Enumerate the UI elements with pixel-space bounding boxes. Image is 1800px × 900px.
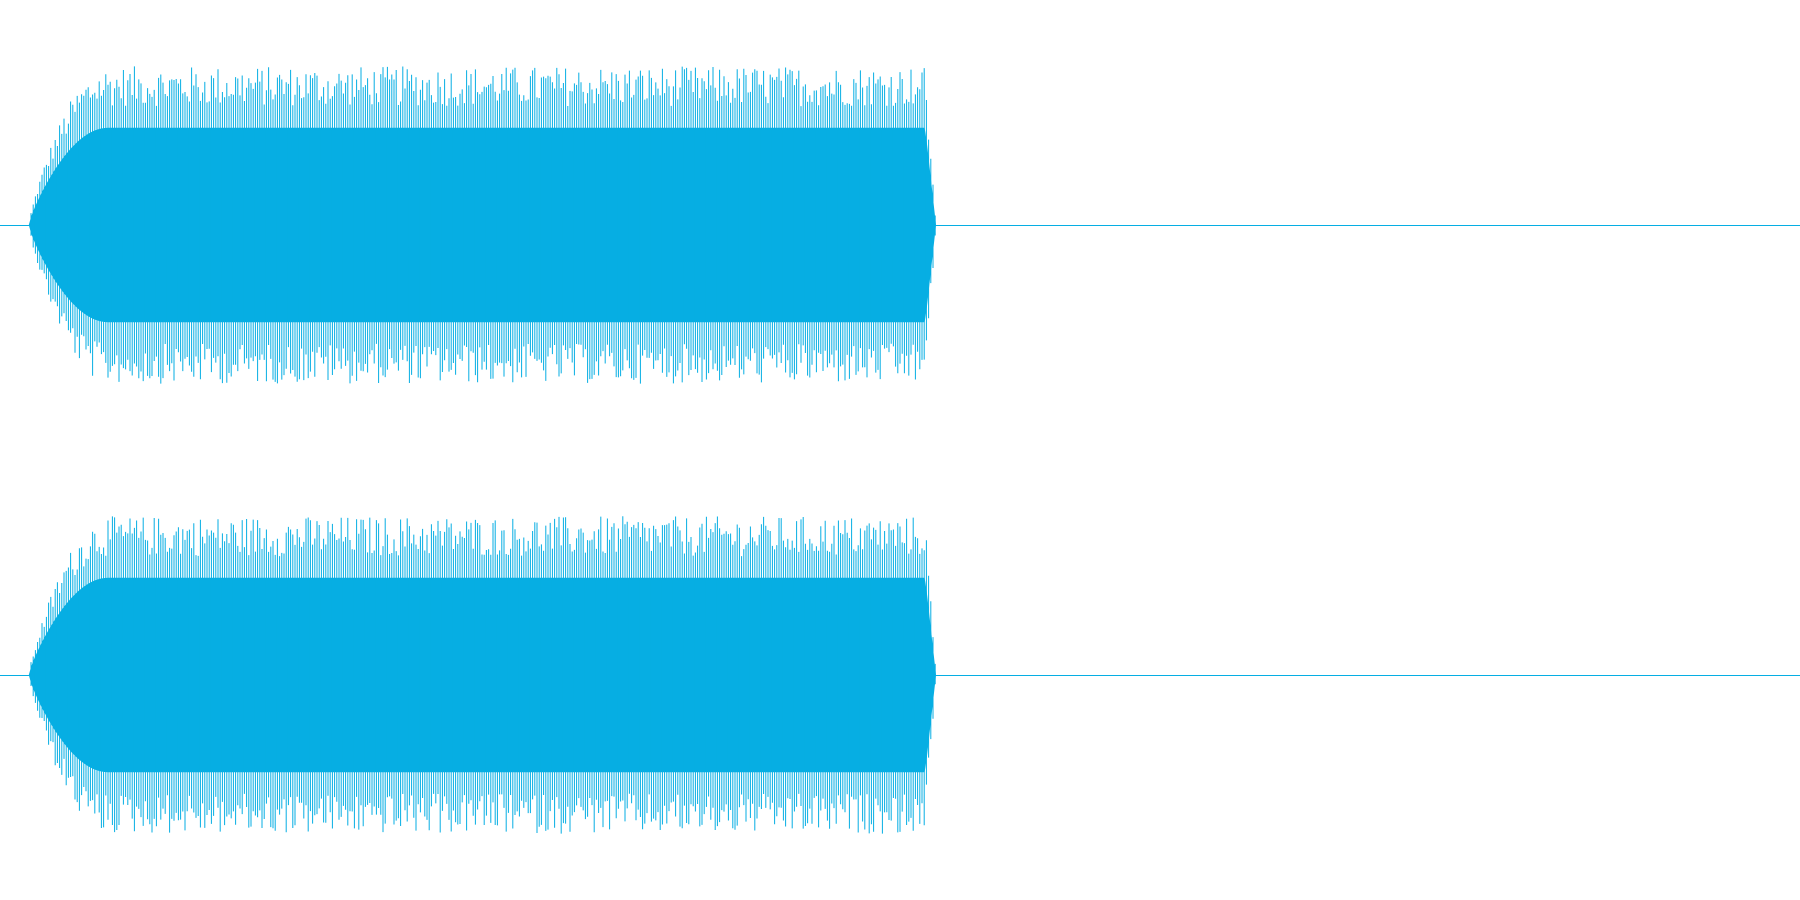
channel-2-waveform: [0, 516, 1800, 834]
channel-2-waveform-peaks: [30, 516, 936, 834]
channel-1-waveform-peaks: [30, 66, 936, 384]
channel-1-waveform: [0, 66, 1800, 384]
